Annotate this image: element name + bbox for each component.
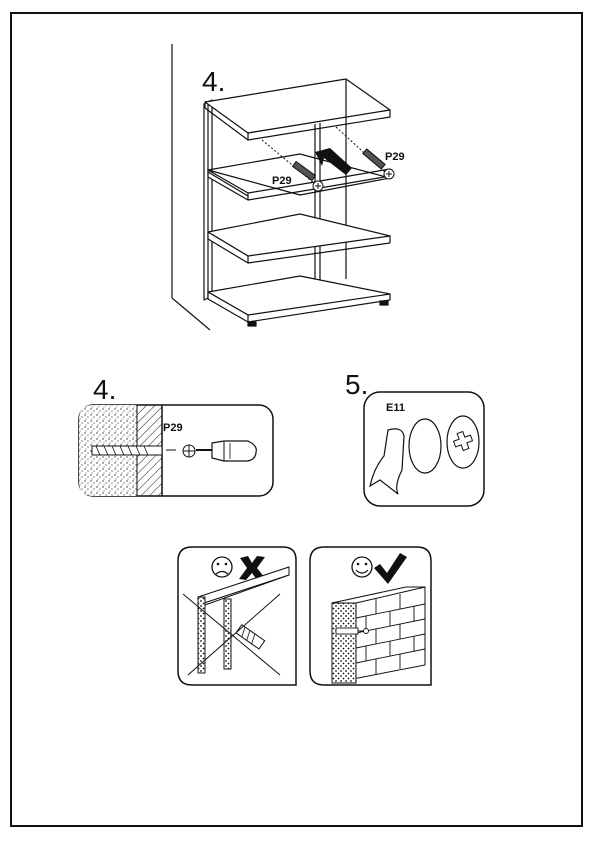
step-4-detail-number: 4. xyxy=(93,374,117,405)
step-4-number: 4. xyxy=(202,66,226,97)
check-icon xyxy=(374,553,407,584)
wall-screw-label: P29 xyxy=(163,422,183,434)
screw-label-right: P29 xyxy=(385,151,405,163)
sad-face-icon xyxy=(211,556,233,578)
wrong-wall-panel xyxy=(177,546,297,686)
cover-cap-label: E11 xyxy=(386,402,405,414)
insert-arrow-icon xyxy=(315,148,352,175)
smiley-face-icon xyxy=(351,556,373,578)
screw-head-icon xyxy=(452,430,474,452)
step-5-number: 5. xyxy=(345,369,369,400)
screw-label-left: P29 xyxy=(272,175,292,187)
cross-icon xyxy=(239,556,265,580)
page-border xyxy=(10,12,583,827)
right-wall-panel xyxy=(309,546,432,686)
